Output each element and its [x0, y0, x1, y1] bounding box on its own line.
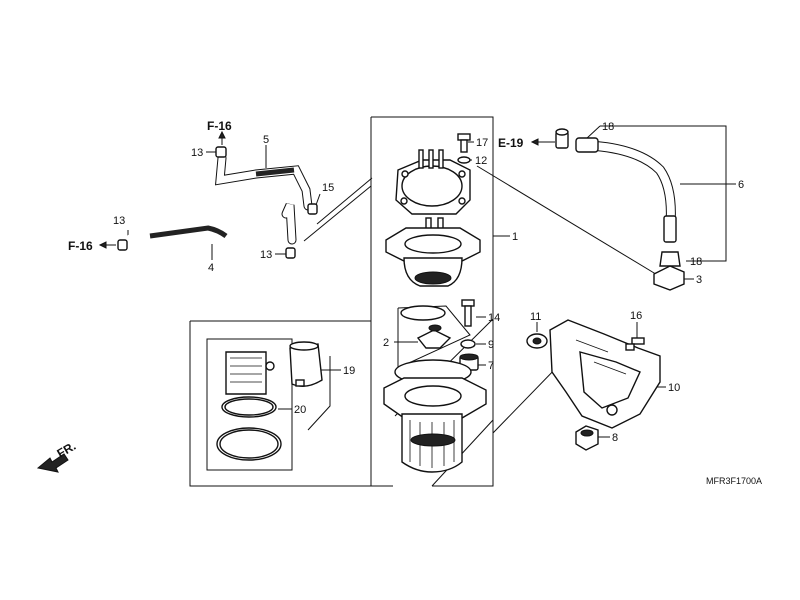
pump-gasket-top — [395, 159, 471, 215]
filter-plate-19 — [225, 351, 275, 395]
callout-13-top: 13 — [191, 147, 203, 159]
ref-f16-top: F-16 — [207, 119, 232, 133]
fuel-hose-6 — [591, 141, 677, 243]
front-arrow-icon — [36, 453, 69, 473]
callout-19: 19 — [343, 365, 355, 377]
bracket-10 — [549, 319, 661, 429]
callout-6: 6 — [738, 179, 744, 191]
hose-4 — [126, 201, 297, 245]
pump-flange — [385, 149, 481, 287]
o-ring-20-small — [221, 396, 277, 418]
ref-e19: E-19 — [498, 136, 524, 150]
nut-3 — [653, 265, 685, 291]
callout-7: 7 — [488, 360, 494, 372]
seal-plate-2 — [416, 324, 452, 349]
clamp-13-top — [215, 146, 227, 158]
callout-11: 11 — [530, 311, 541, 323]
part-code: MFR3F1700A — [706, 476, 762, 486]
rubber-11 — [526, 333, 548, 349]
callout-9: 9 — [488, 339, 494, 351]
callout-2: 2 — [383, 337, 389, 349]
pump-body — [383, 359, 487, 473]
callout-18-top: 18 — [602, 121, 614, 133]
nut-8 — [575, 425, 599, 451]
callout-13-left: 13 — [113, 215, 125, 227]
kit-box — [206, 338, 293, 471]
collar-9 — [460, 339, 476, 349]
callout-1: 1 — [512, 231, 518, 243]
callout-8: 8 — [612, 432, 618, 444]
bolt-17 — [457, 133, 471, 153]
fitting-18-top — [555, 128, 599, 153]
hose-5 — [214, 153, 313, 211]
callout-15: 15 — [322, 182, 334, 194]
callout-20: 20 — [294, 404, 306, 416]
callout-3: 3 — [696, 274, 702, 286]
callout-5: 5 — [263, 134, 269, 146]
front-label: FR. — [55, 439, 79, 461]
ref-f16-left: F-16 — [68, 239, 93, 253]
callout-labels: 1 2 3 4 5 6 7 8 9 10 11 12 13 13 13 14 1… — [113, 121, 744, 444]
clamp-15 — [307, 203, 318, 215]
callout-10: 10 — [668, 382, 680, 394]
o-ring-pump — [400, 305, 446, 321]
reference-labels: F-16 F-16 E-19 — [68, 119, 524, 253]
callout-12: 12 — [475, 155, 487, 167]
clamp-13-left — [117, 239, 128, 251]
callout-14: 14 — [488, 312, 500, 324]
callout-18-bottom: 18 — [690, 256, 702, 268]
fitting-18-bottom — [659, 251, 681, 267]
washer-12 — [457, 156, 471, 164]
callout-17: 17 — [476, 137, 488, 149]
o-ring-20-large — [216, 427, 282, 461]
callout-16: 16 — [630, 310, 642, 322]
bolt-14 — [461, 299, 475, 327]
filter-cup-19 — [289, 341, 323, 387]
bolt-16 — [625, 337, 645, 351]
callout-4: 4 — [208, 262, 214, 274]
clamp-13-mid — [285, 247, 296, 259]
callout-13-mid: 13 — [260, 249, 272, 261]
